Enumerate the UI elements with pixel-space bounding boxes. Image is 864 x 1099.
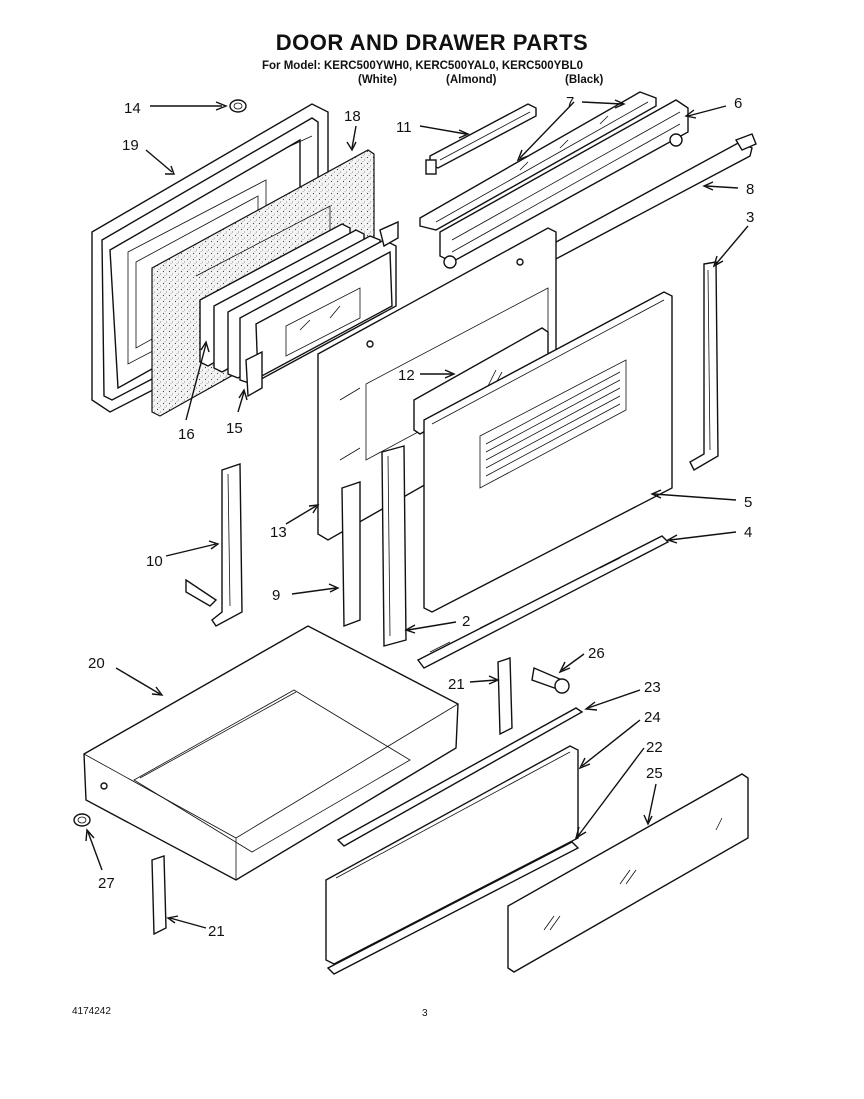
callout-26: 26 (588, 645, 605, 662)
vent-duct (419, 91, 657, 231)
outer-door-panel (423, 291, 673, 613)
callout-18: 18 (344, 108, 361, 125)
drawer-body (83, 625, 459, 881)
drawer-front-bottom-trim (326, 841, 580, 975)
callout-9: 9 (272, 587, 280, 604)
callout-4: 4 (744, 524, 752, 541)
drawer-slide-upper (497, 657, 513, 736)
callout-3: 3 (746, 209, 754, 226)
callout-25: 25 (646, 765, 663, 782)
drawer-front-top-trim (336, 707, 584, 847)
callout-15: 15 (226, 420, 243, 437)
callout-7: 7 (566, 94, 574, 111)
door-bottom-trim (416, 535, 670, 669)
callout-8: 8 (746, 181, 754, 198)
callout-24: 24 (644, 709, 661, 726)
door-nut (229, 99, 247, 113)
color-white-label: (White) (358, 74, 397, 86)
callout-10: 10 (146, 553, 163, 570)
callout-5: 5 (744, 494, 752, 511)
door-side-trim-right (381, 445, 407, 647)
top-hinge-channel (439, 99, 689, 269)
color-black-label: (Black) (565, 74, 604, 86)
callout-21-upper: 21 (448, 676, 465, 693)
left-side-channel (185, 463, 243, 627)
window-pack (199, 220, 399, 398)
door-vent-bracket (425, 103, 537, 175)
document-number: 4174242 (72, 1006, 111, 1017)
callout-labels: 14 19 18 16 15 11 7 6 8 3 12 5 4 13 10 9… (88, 94, 754, 940)
page-number: 3 (422, 1008, 428, 1019)
callout-21-lower: 21 (208, 923, 225, 940)
right-side-channel (689, 261, 719, 471)
callout-20: 20 (88, 655, 105, 672)
callout-16: 16 (178, 426, 195, 443)
callout-6: 6 (734, 95, 742, 112)
callout-14: 14 (124, 100, 141, 117)
callout-19: 19 (122, 137, 139, 154)
callout-13: 13 (270, 524, 287, 541)
callout-2: 2 (462, 613, 470, 630)
callout-27: 27 (98, 875, 115, 892)
model-list: For Model: KERC500YWH0, KERC500YAL0, KER… (262, 60, 584, 72)
drawer-front-panel (325, 745, 579, 965)
callout-12: 12 (398, 367, 415, 384)
page-title: DOOR AND DRAWER PARTS (275, 30, 589, 55)
drawer-slide-lower (151, 855, 167, 936)
door-side-trim-left (341, 481, 361, 628)
color-almond-label: (Almond) (446, 74, 497, 86)
callout-11: 11 (396, 119, 412, 136)
callout-23: 23 (644, 679, 661, 696)
leader-lines (85, 99, 749, 929)
callout-22: 22 (646, 739, 663, 756)
drawer-knob (531, 667, 570, 694)
drawer-bumper (73, 813, 91, 827)
drawer-glass (507, 773, 749, 973)
